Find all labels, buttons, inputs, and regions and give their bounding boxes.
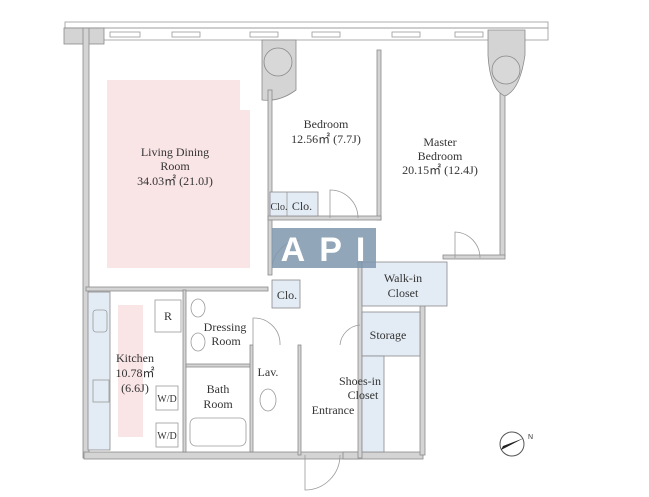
svg-text:API: API bbox=[281, 231, 380, 269]
clo-hall-label: Clo. bbox=[277, 288, 297, 302]
interior-walls bbox=[85, 49, 506, 459]
bedroom-closet bbox=[269, 191, 319, 217]
lav-label: Lav. bbox=[258, 365, 279, 379]
bath-label-1: Bath bbox=[207, 382, 230, 396]
kitchen-area-label: 10.78㎡ bbox=[115, 366, 154, 380]
clo-bedroom-label: Clo. bbox=[292, 199, 312, 213]
living-area bbox=[107, 80, 250, 268]
kitchen-area bbox=[118, 305, 143, 437]
sink-2 bbox=[190, 332, 206, 352]
kitchen-label: Kitchen bbox=[116, 351, 154, 365]
entrance-label: Entrance bbox=[312, 403, 355, 417]
living-label-1: Living Dining bbox=[141, 145, 209, 159]
bathtub bbox=[189, 417, 247, 447]
washer-box-2 bbox=[155, 422, 179, 448]
room-labels: Living Dining Room 34.03㎡ (21.0J) Bedroo… bbox=[115, 117, 477, 442]
fridge-box bbox=[154, 299, 182, 333]
master-label-2: Bedroom bbox=[418, 149, 463, 163]
wd1-label: W/D bbox=[157, 394, 176, 405]
compass-icon: N bbox=[499, 431, 533, 457]
washer-box-1 bbox=[155, 385, 179, 411]
kitchen-sink bbox=[92, 309, 108, 333]
bedroom-area-label: 12.56㎡ (7.7J) bbox=[291, 132, 361, 146]
walk-in-closet bbox=[361, 261, 448, 307]
stove bbox=[92, 379, 110, 403]
master-label-1: Master bbox=[423, 135, 456, 149]
wd2-label: W/D bbox=[157, 431, 176, 442]
master-area-label: 20.15㎡ (12.4J) bbox=[402, 163, 478, 177]
shoes-label-2: Closet bbox=[348, 388, 379, 402]
dressing-label-1: Dressing bbox=[204, 320, 247, 334]
windows bbox=[109, 31, 484, 38]
api-watermark: API bbox=[272, 228, 380, 269]
shoes-label-1: Shoes-in bbox=[339, 374, 381, 388]
bedroom-label: Bedroom bbox=[304, 117, 349, 131]
walkin-label-1: Walk-in bbox=[384, 271, 422, 285]
fridge-label: R bbox=[164, 309, 172, 323]
storage-label: Storage bbox=[370, 328, 407, 342]
toilet bbox=[259, 388, 277, 412]
storage-closet bbox=[361, 311, 421, 357]
dressing-label-2: Room bbox=[211, 334, 241, 348]
clo-small-label: Clo. bbox=[271, 202, 288, 213]
living-label-2: Room bbox=[160, 159, 190, 173]
bath-label-2: Room bbox=[203, 397, 233, 411]
hall-closet bbox=[271, 279, 301, 309]
shoes-in-closet bbox=[361, 355, 385, 453]
exterior-walls bbox=[63, 21, 549, 460]
columns bbox=[261, 29, 526, 101]
kitchen-tatami-label: (6.6J) bbox=[121, 381, 149, 395]
compass-north-label: N bbox=[528, 434, 533, 441]
living-area-label: 34.03㎡ (21.0J) bbox=[137, 174, 213, 188]
sink-1 bbox=[190, 298, 206, 318]
walkin-label-2: Closet bbox=[388, 286, 419, 300]
